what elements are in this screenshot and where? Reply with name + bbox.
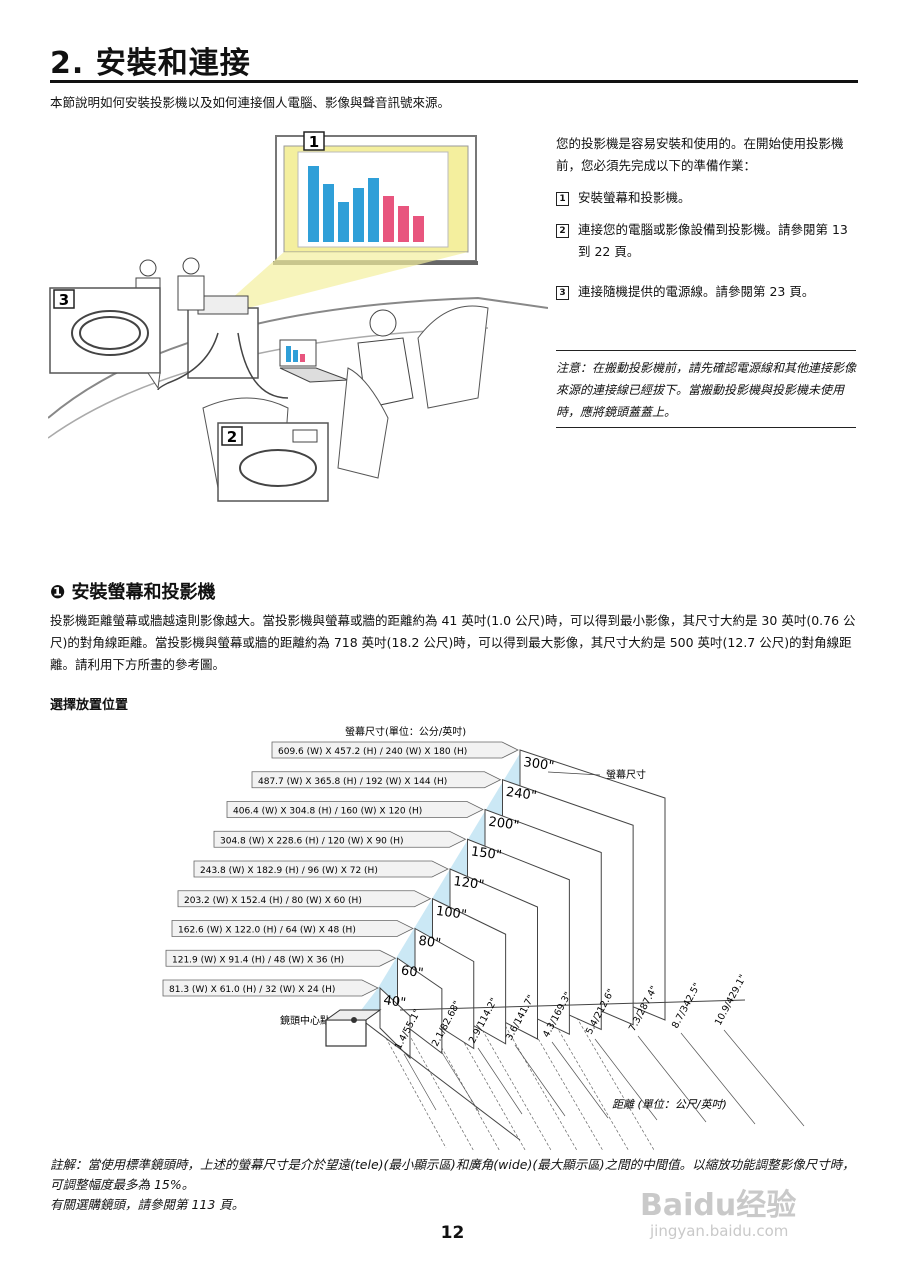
step-text: 安裝螢幕和投影機。 <box>578 190 691 205</box>
step-text: 連接隨機提供的電源線。請參閱第 23 頁。 <box>578 284 815 299</box>
screen-size-text: 121.9 (W) X 91.4 (H) / 48 (W) X 36 (H) <box>172 955 344 965</box>
distance-label: 距離 (單位：公尺/英吋) <box>612 1098 727 1111</box>
screen-size-box <box>193 860 449 878</box>
step-3: 3 連接隨機提供的電源線。請參閱第 23 頁。 <box>556 281 856 303</box>
projector <box>197 295 249 315</box>
projector-icon <box>325 1019 367 1047</box>
screen-diagonal-label: 300" <box>522 755 555 774</box>
distance-tick <box>551 1041 609 1119</box>
screen-size-text: 487.7 (W) X 365.8 (H) / 192 (W) X 144 (H… <box>258 777 447 787</box>
screen-diagonal-label: 120" <box>452 874 485 893</box>
distance-paragraph: 投影機距離螢幕或牆越遠則影像越大。當投影機與螢幕或牆的距離約為 41 英吋(1.… <box>50 613 856 672</box>
section-title: 2. 安裝和連接 <box>50 46 251 81</box>
screen-size-box <box>171 920 414 937</box>
footnote-line-1: 註解：當使用標準鏡頭時，上述的螢幕尺寸是介於望遠(tele)(最小顯示區)和廣角… <box>50 1157 855 1192</box>
distance-tick <box>637 1035 707 1123</box>
watermark-url: jingyan.baidu.com <box>650 1222 789 1240</box>
step-number: 2 <box>556 224 569 238</box>
lens-center-label: 鏡頭中心點 <box>280 1014 330 1027</box>
footnote: 註解：當使用標準鏡頭時，上述的螢幕尺寸是介於望遠(tele)(最小顯示區)和廣角… <box>50 1155 858 1215</box>
screen-size-text: 304.8 (W) X 228.6 (H) / 120 (W) X 90 (H) <box>220 836 404 846</box>
screen-size-box <box>213 830 467 848</box>
distance-axis-top <box>399 999 746 1011</box>
step-number: 3 <box>556 286 569 300</box>
placement-title: 選擇放置位置 <box>50 698 129 713</box>
screen-size-label: 螢幕尺寸 <box>606 768 646 781</box>
screen-diagonal-label: 240" <box>505 785 538 804</box>
subsection-title: ❶ 安裝螢幕和投影機 <box>50 582 216 603</box>
distance-tick <box>440 1050 480 1113</box>
screen-size-box <box>251 771 502 789</box>
note-box: 注意：在搬動投影機前，請先確認電源線和其他連接影像來源的連接線已經拔下。當搬動投… <box>556 350 856 428</box>
projection-beam <box>352 750 525 1022</box>
screen-diagonal-label: 100" <box>435 904 468 923</box>
screen-size-text: 162.6 (W) X 122.0 (H) / 64 (W) X 48 (H) <box>178 926 356 936</box>
distance-tick <box>477 1047 523 1115</box>
screen-size-text: 609.6 (W) X 457.2 (H) / 240 (W) X 180 (H… <box>278 747 467 757</box>
title-rule <box>50 80 858 83</box>
distance-tick <box>594 1038 658 1121</box>
distance-diagram: 螢幕尺寸(單位：公分/英吋) 螢幕尺寸 鏡頭中心點 距離 (單位：公尺/英吋) … <box>162 725 805 1150</box>
screen-panel <box>397 957 443 1055</box>
distance-tick <box>723 1029 805 1127</box>
screen-size-text: 203.2 (W) X 152.4 (H) / 80 (W) X 60 (H) <box>184 896 362 906</box>
screen-size-pointer <box>547 771 601 776</box>
step-text: 連接您的電腦或影像設備到投影機。請參閱第 13 到 22 頁。 <box>578 222 848 259</box>
page-number: 12 <box>440 1223 465 1243</box>
distance-value: 8.7/342.5" <box>670 981 703 1030</box>
screen-diagonal-label: 150" <box>470 844 503 863</box>
screen-size-box <box>165 949 397 967</box>
steps-lead: 您的投影機是容易安裝和使用的。在開始使用投影機前，您必須先完成以下的準備作業： <box>556 136 844 173</box>
screen-size-box <box>162 979 379 997</box>
screen-diagonal-label: 80" <box>417 934 441 952</box>
screen-size-box <box>177 890 432 908</box>
screen-size-box <box>226 801 484 818</box>
screen-size-text: 243.8 (W) X 182.9 (H) / 96 (W) X 72 (H) <box>200 866 378 876</box>
screen-panel <box>379 986 411 1060</box>
distance-leader <box>385 1037 447 1149</box>
watermark-logo: Baidu经验 <box>640 1188 797 1223</box>
lens-icon <box>351 1017 357 1023</box>
intro-text: 本節說明如何安裝投影機以及如何連接個人電腦、影像與聲音訊號來源。 <box>50 95 451 110</box>
screen-size-box <box>271 741 519 759</box>
screen-size-text: 81.3 (W) X 61.0 (H) / 32 (W) X 24 (H) <box>169 985 335 995</box>
callout-3: 3 <box>59 291 69 309</box>
step-1: 1 安裝螢幕和投影機。 <box>556 187 856 209</box>
step-number: 1 <box>556 192 569 206</box>
distance-tick <box>680 1032 756 1125</box>
preparation-steps: 您的投影機是容易安裝和使用的。在開始使用投影機前，您必須先完成以下的準備作業： … <box>556 133 856 303</box>
callout-2: 2 <box>227 428 237 446</box>
screen-diagonal-label: 200" <box>487 815 520 834</box>
screen-size-header: 螢幕尺寸(單位：公分/英吋) <box>345 725 466 738</box>
screen-diagonal-label: 60" <box>400 963 424 981</box>
distance-leader <box>406 1029 474 1150</box>
footnote-line-2: 有關選購鏡頭，請參閱第 113 頁。 <box>50 1197 245 1212</box>
screen-diagonal-label: 40" <box>382 993 406 1011</box>
screen-size-text: 406.4 (W) X 304.8 (H) / 160 (W) X 120 (H… <box>233 807 422 817</box>
distance-axis <box>361 1019 521 1141</box>
distance-leader <box>487 995 578 1150</box>
callout-1: 1 <box>309 133 319 151</box>
distance-leader <box>467 1003 552 1150</box>
distance-tick <box>514 1044 566 1117</box>
setup-illustration: 1 2 3 <box>48 131 548 502</box>
step-2: 2 連接您的電腦或影像設備到投影機。請參閱第 13 到 22 頁。 <box>556 219 856 263</box>
distance-tick <box>403 1053 437 1111</box>
